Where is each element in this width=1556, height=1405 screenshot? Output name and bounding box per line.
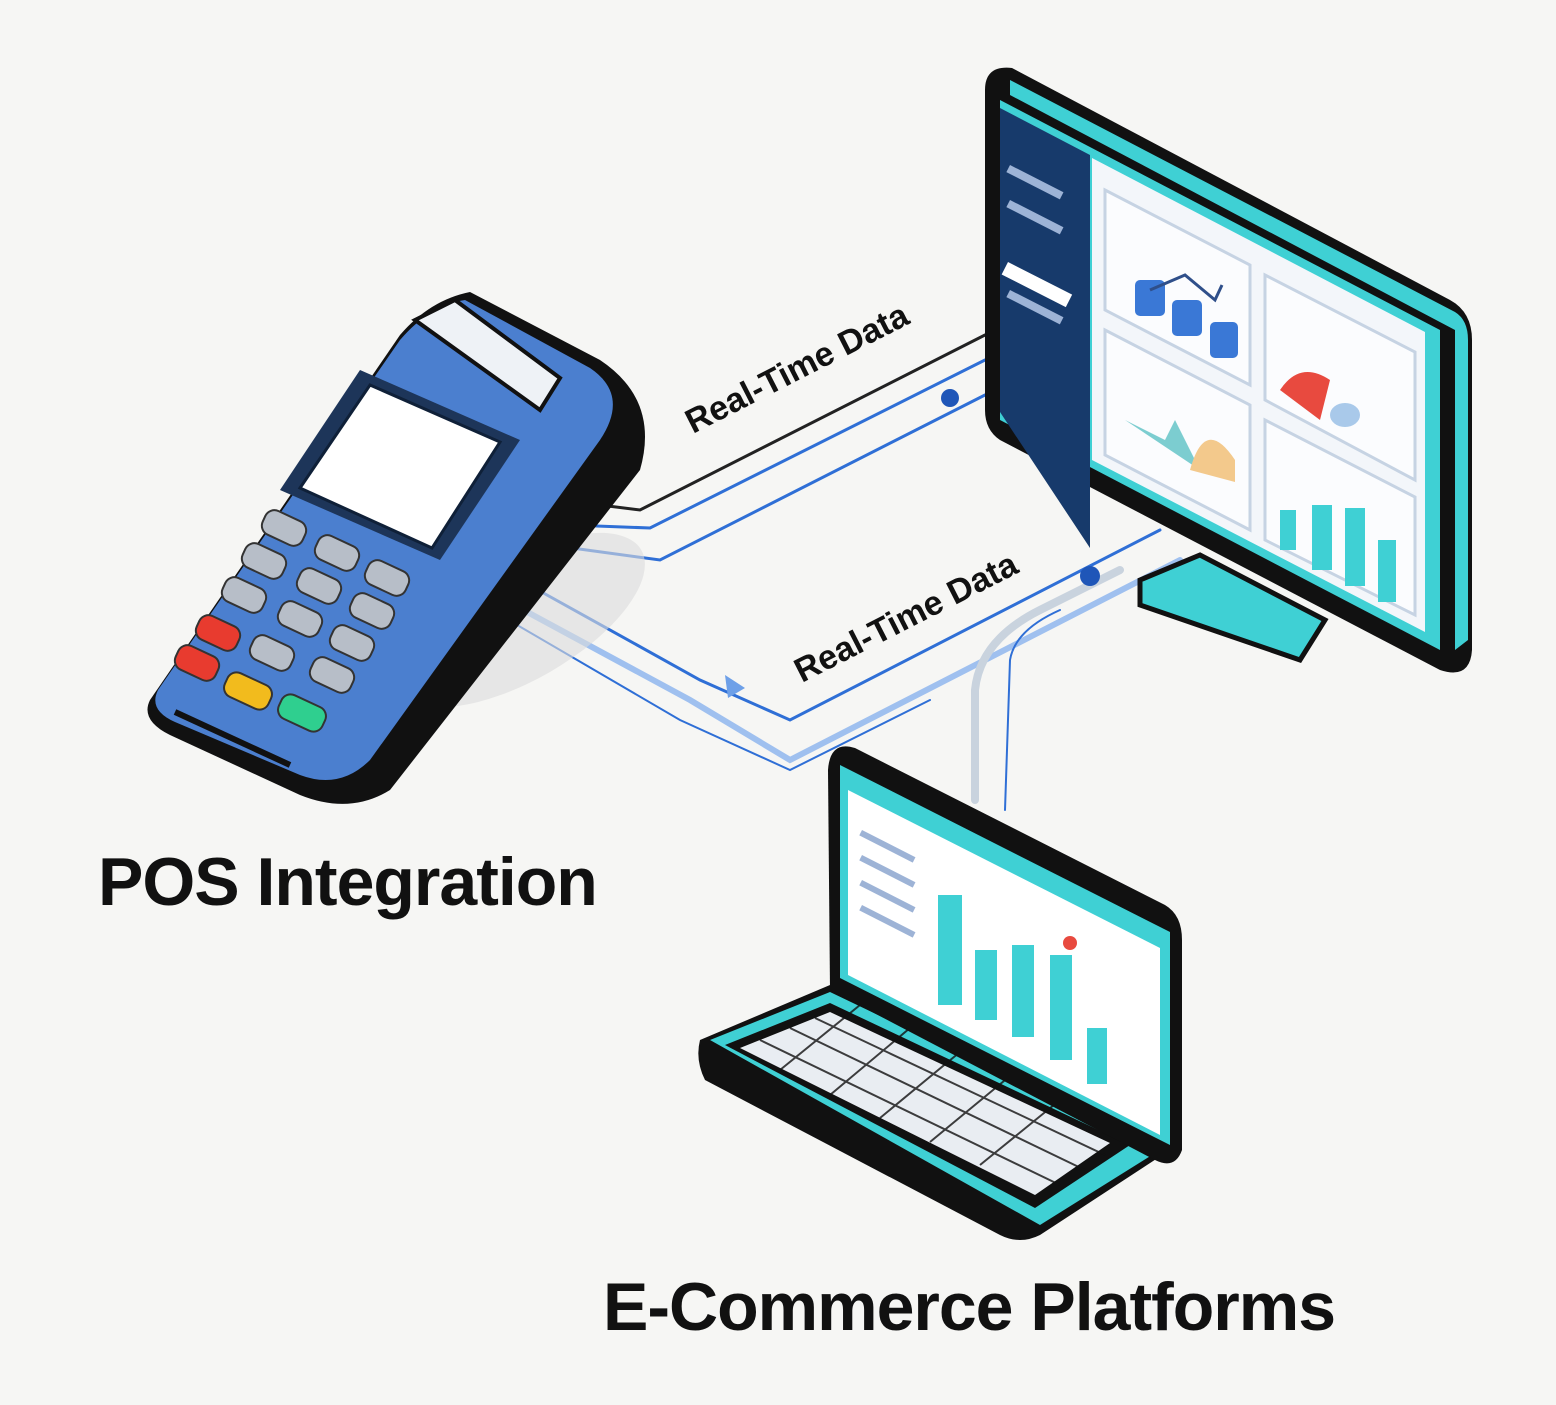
pos-integration-label: POS Integration — [98, 844, 598, 920]
ecommerce-platforms-label: E-Commerce Platforms — [603, 1269, 1336, 1345]
pos-terminal-icon — [147, 292, 645, 804]
laptop-icon — [698, 746, 1182, 1240]
desktop-monitor-icon — [985, 67, 1472, 673]
